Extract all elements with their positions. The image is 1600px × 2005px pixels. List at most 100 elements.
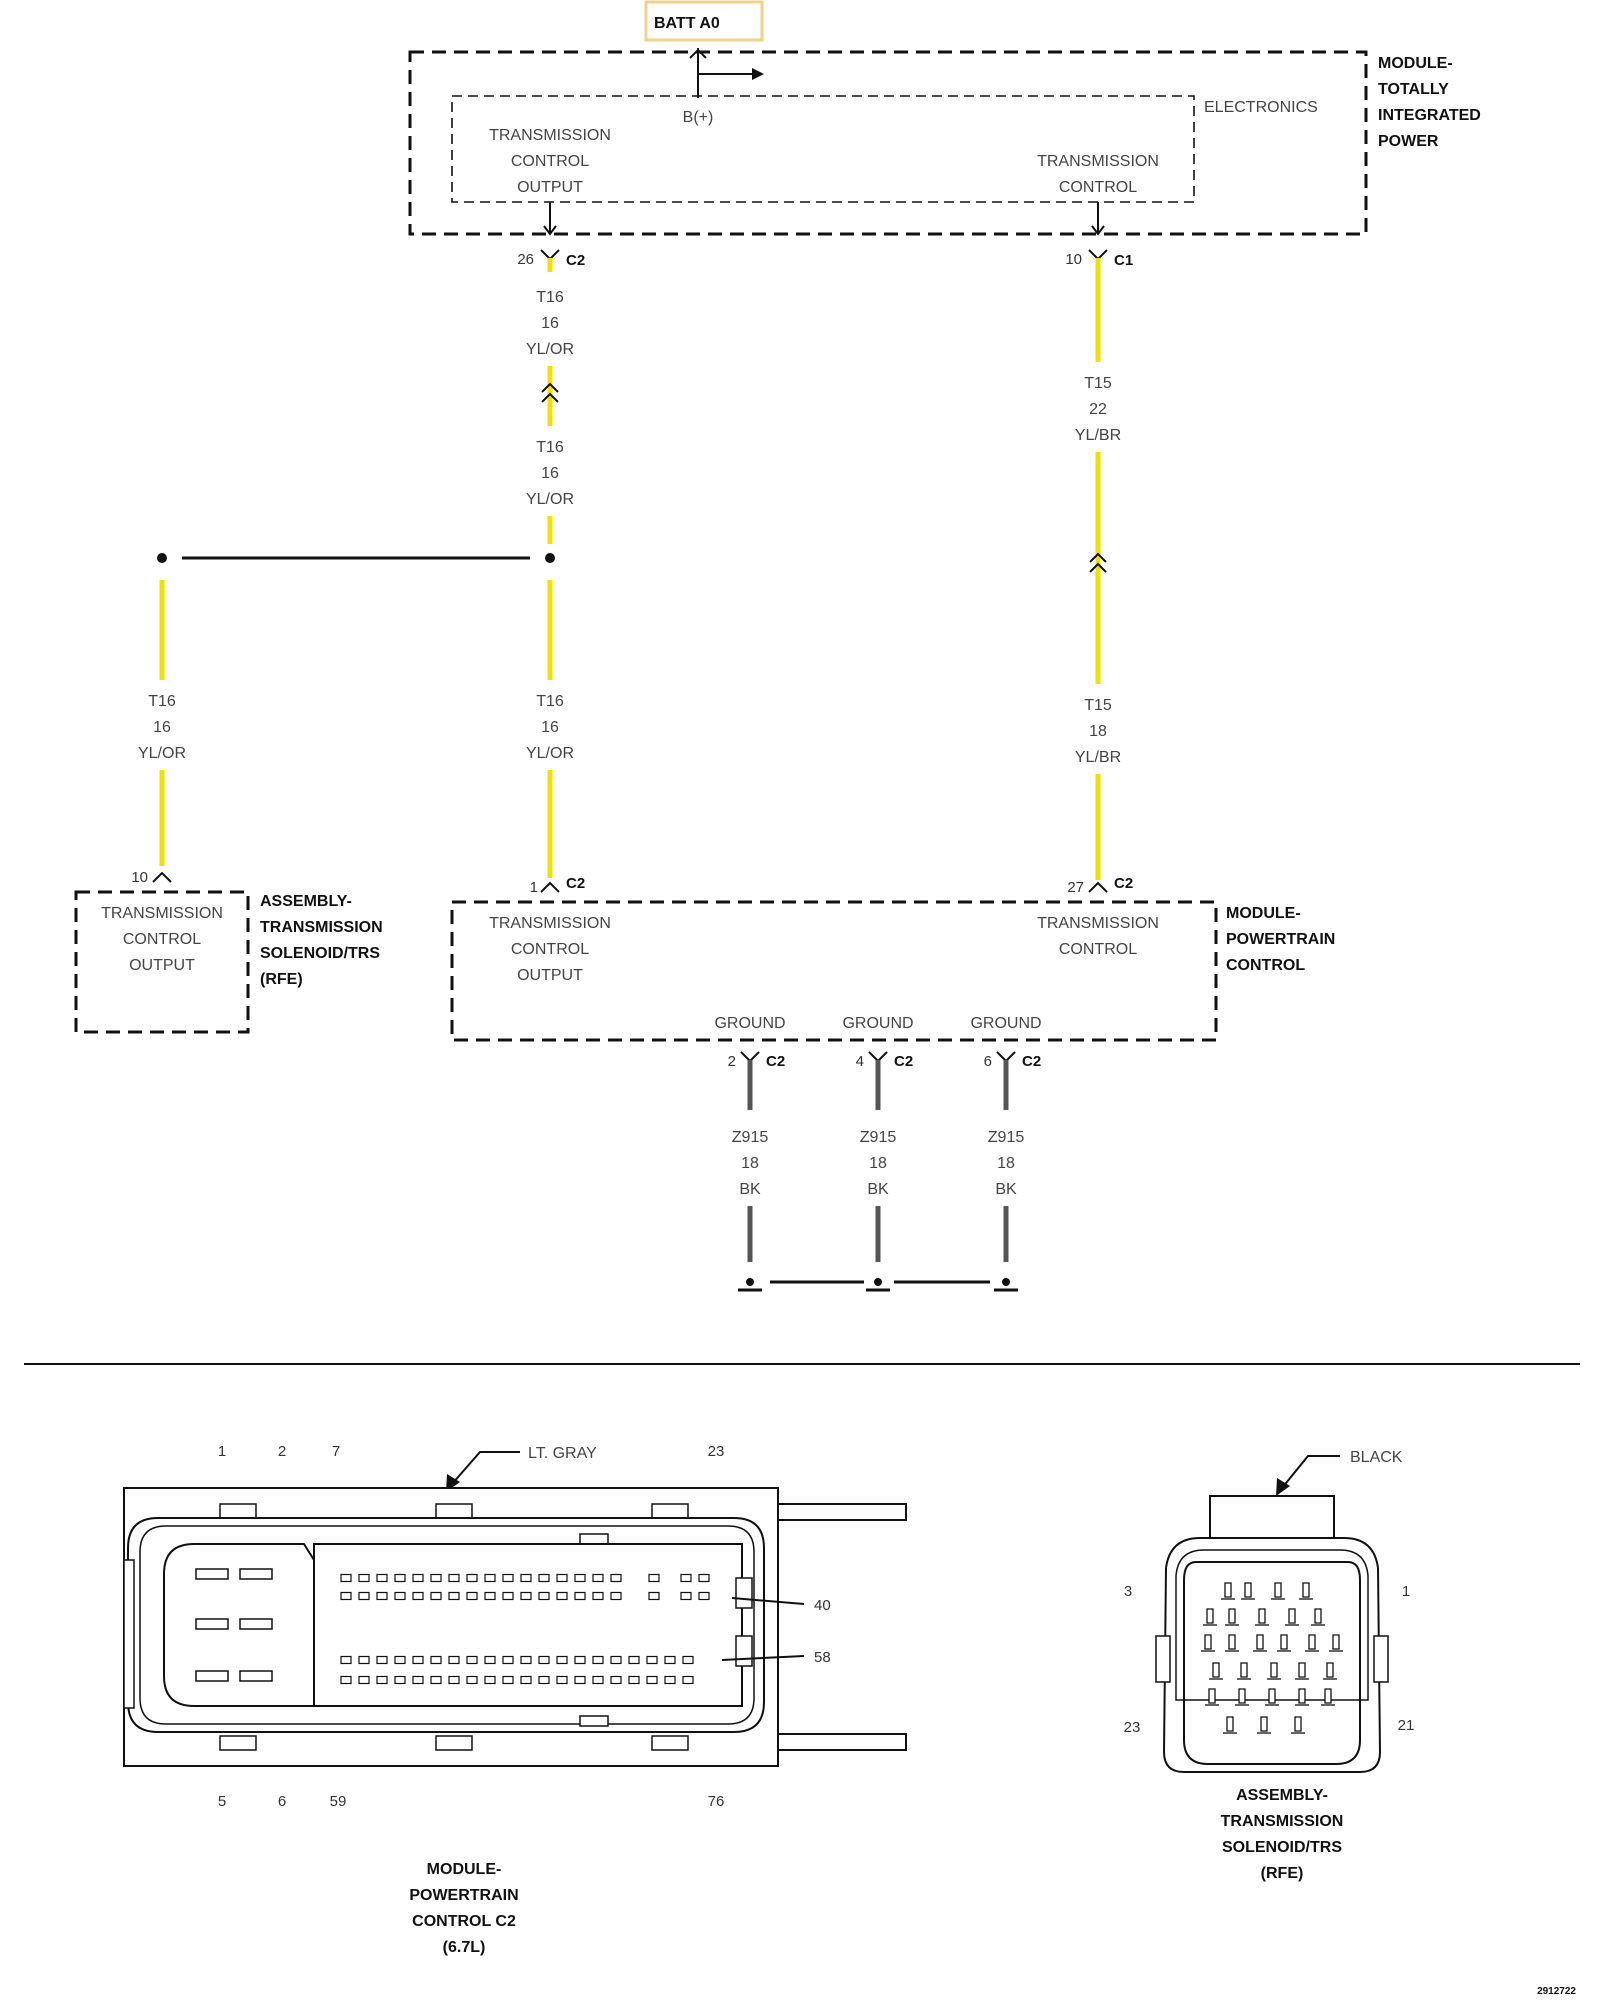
sol-conn-terminal-2 [1244,1582,1252,1598]
tipm-c1-pin-symbol [1088,249,1108,261]
wire-w2-circuit: T16 [536,439,564,456]
pcm-c2-signal-terminal-17 [648,1573,660,1583]
wire-w6-circuit: T15 [1084,697,1112,714]
pcm-c2-signal-terminal-75 [628,1675,640,1685]
pcm-c2-signal-terminal-33 [574,1591,586,1601]
pcm-c2-callout-b: 58 [814,1649,831,1666]
pcm-c2-signal-terminal-6 [430,1573,442,1583]
pcm-c2-top-pin-4: 23 [708,1443,725,1460]
sol-conn-terminal-14 [1308,1634,1316,1650]
solenoid-block-3: OUTPUT [129,957,195,974]
solenoid-block-2: CONTROL [123,931,201,948]
pcm-c2-signal-terminal-37 [680,1591,692,1601]
sol-conn-terminal-19 [1298,1662,1306,1678]
batt-label: BATT A0 [654,15,720,32]
ground-splice-3 [1002,1278,1010,1286]
pcm-c2-power-terminal-6 [239,1670,273,1682]
tipm-title-4: POWER [1378,133,1439,150]
sol-conn-terminal-17 [1240,1662,1248,1678]
solenoid-title-3: SOLENOID/TRS [260,945,380,962]
tipm-c1-pin: 10 [1065,251,1082,268]
pcm-c2-callout-b-leader [721,1655,805,1661]
pcm-c2-signal-terminal-71 [556,1675,568,1685]
pcm-c2-signal-terminal-58 [682,1655,694,1665]
pcm-c2-connector: 1 2 7 23 LT. GRAY 40 58 5 6 59 76 MO [123,1443,907,1956]
pcm-c2-signal-terminal-65 [448,1675,460,1685]
pcm-c2-signal-terminal-51 [556,1655,568,1665]
tipm-c1-conn: C1 [1114,252,1133,269]
pcm-c2-signal-terminal-23 [394,1591,406,1601]
pcm-c2-signal-terminal-72 [574,1675,586,1685]
pcm-c2-signal-terminal-49 [520,1655,532,1665]
sol-conn-pin-23: 23 [1124,1719,1141,1736]
batt-box [644,0,764,42]
pcm-c2-signal-terminal-34 [592,1591,604,1601]
pcm-left-pin-symbol [540,881,560,893]
pcm-c2-signal-terminal-52 [574,1655,586,1665]
pcm-c2-signal-terminal-11 [520,1573,532,1583]
wire-w4-circuit: T16 [148,693,176,710]
sol-conn-title-2: TRANSMISSION [1221,1813,1344,1830]
ground-wire-3-color: BK [995,1181,1017,1198]
sol-conn-terminal-4 [1302,1582,1310,1598]
pcm-c2-signal-terminal-4 [394,1573,406,1583]
tipm-c2-pin-symbol [540,249,560,261]
pcm-ground-label-1: GROUND [714,1015,785,1032]
tipm-left-block-1: TRANSMISSION [489,127,611,144]
pcm-c2-signal-terminal-26 [448,1591,460,1601]
sol-conn-terminal-11 [1228,1634,1236,1650]
pcm-c2-signal-terminal-28 [484,1591,496,1601]
pcm-c2-signal-terminal-10 [502,1573,514,1583]
pcm-c2-signal-terminal-70 [538,1675,550,1685]
sol-conn-terminal-28 [1294,1716,1302,1732]
pcm-c2-signal-terminal-63 [412,1675,424,1685]
tipm-right-block-1: TRANSMISSION [1037,153,1159,170]
pcm-c2-signal-terminal-12 [538,1573,550,1583]
splice-right [545,553,555,563]
pcm-right-pin-symbol [1088,881,1108,893]
pcm-c2-signal-terminal-9 [484,1573,496,1583]
ground-wire-1-circuit: Z915 [732,1129,769,1146]
sol-conn-latch [1209,1495,1335,1539]
sol-conn-terminal-10 [1204,1634,1212,1650]
pcm-c2-signal-terminal-1 [340,1573,352,1583]
pcm-c2-callout-a: 40 [814,1597,831,1614]
pcm-c2-power-terminal-1 [195,1568,229,1580]
sol-conn-terminal-20 [1326,1662,1334,1678]
sol-conn-terminal-16 [1212,1662,1220,1678]
pcm-title-1: MODULE- [1226,905,1301,922]
sol-conn-title-3: SOLENOID/TRS [1222,1839,1342,1856]
sol-conn-terminal-3 [1274,1582,1282,1598]
pcm-left-pin: 1 [530,879,538,896]
pcm-c2-top-pin-2: 2 [278,1443,286,1460]
pcm-left-block-1: TRANSMISSION [489,915,611,932]
tipm-electronics-box [451,95,1195,203]
ground-wire-3-gauge: 18 [997,1155,1015,1172]
pcm-c2-signal-terminal-45 [448,1655,460,1665]
pcm-left-block-2: CONTROL [511,941,589,958]
wire-w4-color: YL/OR [138,745,186,762]
pcm-c2-signal-terminal-46 [466,1655,478,1665]
pcm-c2-title-2: POWERTRAIN [409,1887,518,1904]
ground-splice-2 [874,1278,882,1286]
wire-w1-color: YL/OR [526,341,574,358]
wire-w2-gauge: 16 [541,465,559,482]
sol-conn-terminal-18 [1270,1662,1278,1678]
sol-conn-terminal-24 [1298,1688,1306,1704]
sol-conn-terminal-27 [1260,1716,1268,1732]
pcm-c2-signal-terminal-3 [376,1573,388,1583]
pcm-c2-signal-terminal-32 [556,1591,568,1601]
pcm-c2-title-3: CONTROL C2 [412,1913,516,1930]
ground-splice-1 [746,1278,754,1286]
pcm-c2-signal-terminal-56 [646,1655,658,1665]
sol-conn-terminal-9 [1314,1608,1322,1624]
pcm-ground-pin-symbol-1 [740,1051,760,1063]
pcm-c2-signal-terminal-69 [520,1675,532,1685]
pcm-c2-signal-terminal-77 [664,1675,676,1685]
pcm-c2-signal-terminal-13 [556,1573,568,1583]
pcm-c2-signal-terminal-43 [412,1655,424,1665]
pcm-c2-signal-terminal-2 [358,1573,370,1583]
sol-conn-terminal-7 [1258,1608,1266,1624]
